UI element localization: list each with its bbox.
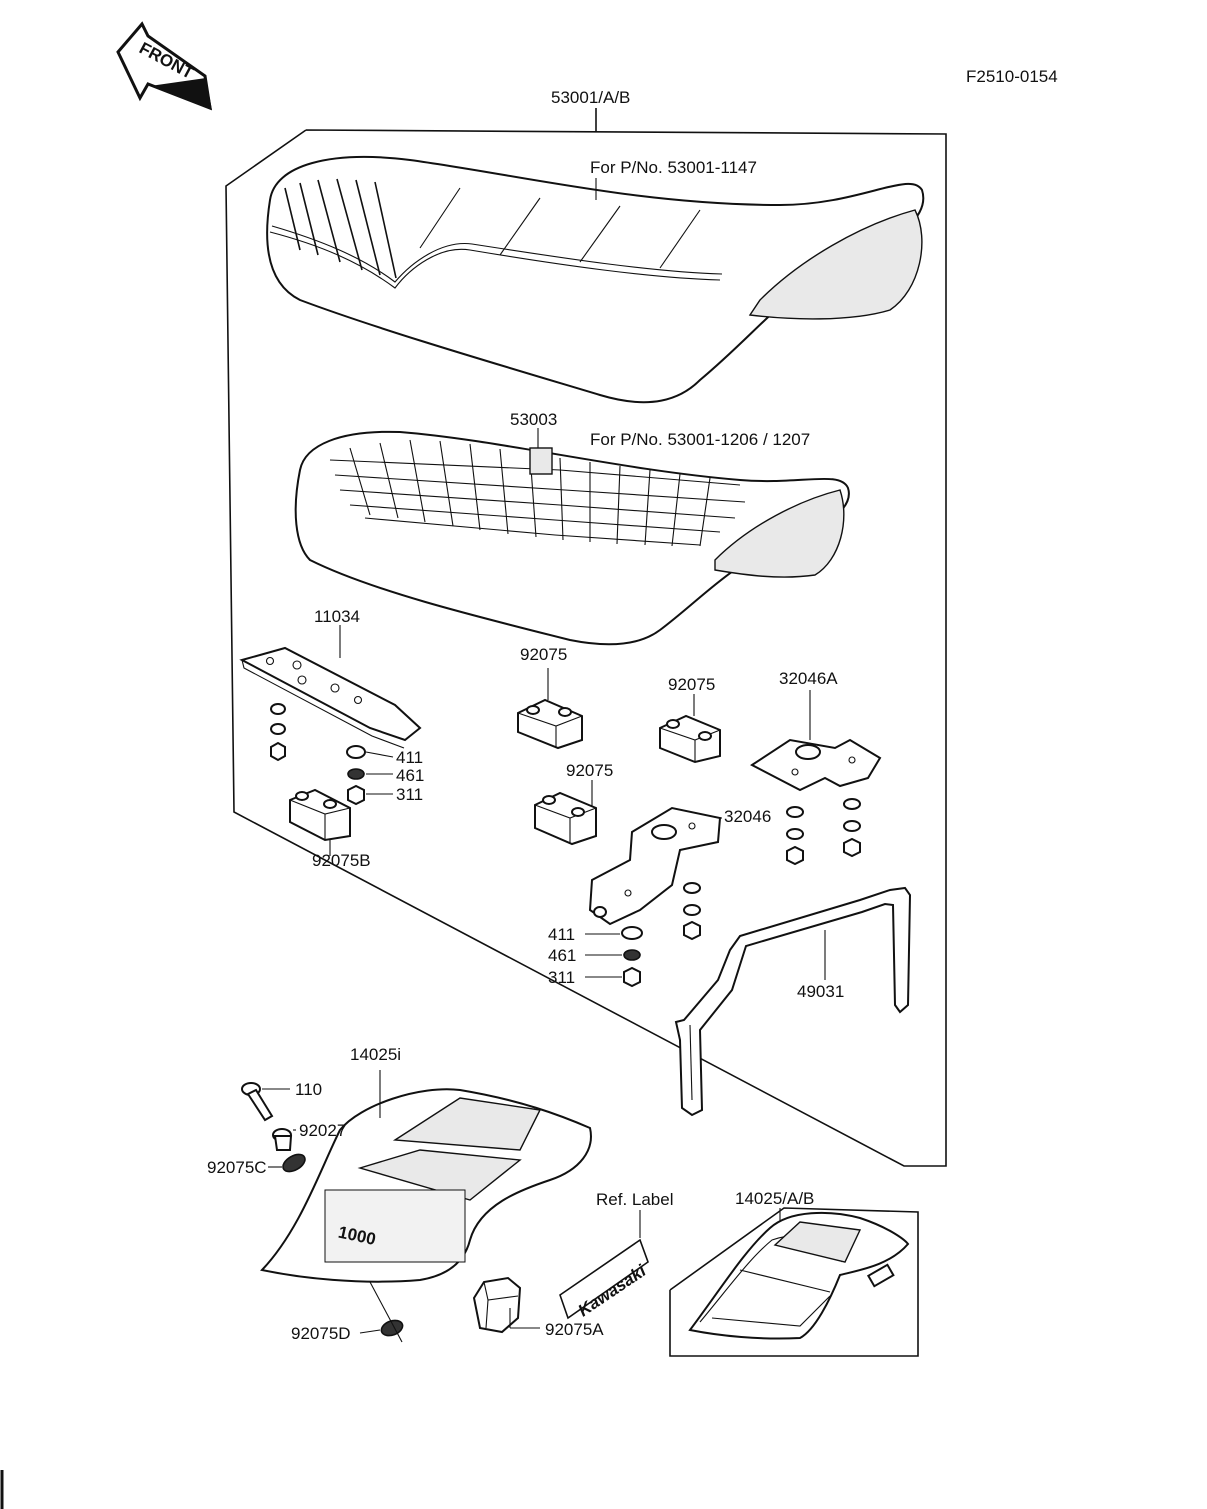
- note-seat-1206: For P/No. 53001-1206 / 1207: [590, 430, 810, 449]
- callout-washer-461-left: 461: [396, 766, 424, 785]
- grab-bar-49031: [674, 886, 912, 1117]
- washer-stack-mid: [621, 882, 701, 988]
- callout-bolt-110: 110: [295, 1080, 322, 1099]
- callout-damper-92075c: 92075C: [207, 1158, 267, 1177]
- seat-group-outline: [225, 129, 947, 1167]
- callout-seat-assy: 53001/A/B: [551, 88, 630, 107]
- damper-mid: [534, 791, 597, 846]
- front-arrow-icon: FRONT: [116, 21, 212, 111]
- callout-plate-11034: 11034: [314, 607, 360, 626]
- plate-11034: [239, 646, 422, 749]
- callout-seat-base: 53003: [510, 410, 557, 429]
- bolt-110: [241, 1082, 274, 1122]
- callout-bracket-32046: 32046: [724, 807, 771, 826]
- damper-92075c: [282, 1153, 306, 1173]
- callout-grab-49031: 49031: [797, 982, 844, 1001]
- callout-damper-top-a: 92075: [520, 645, 567, 664]
- callout-damper-top-b: 92075: [668, 675, 715, 694]
- callout-ref-label: Ref. Label: [596, 1190, 674, 1209]
- callout-damper-92075a: 92075A: [545, 1320, 604, 1339]
- seat-base: [294, 430, 850, 646]
- bracket-32046a: [750, 738, 882, 792]
- callout-cover-14025ab: 14025/A/B: [735, 1189, 814, 1208]
- washer-stack-left: [270, 703, 366, 806]
- damper-92075d: [380, 1319, 404, 1337]
- callout-damper-92075b: 92075B: [312, 851, 371, 870]
- cover-variant-outline: [669, 1207, 919, 1357]
- collar-92027: [272, 1128, 293, 1151]
- seat-cover-14025i: 1000: [260, 1088, 592, 1283]
- bracket-32046: [588, 806, 722, 926]
- callout-bracket-32046a: 32046A: [779, 669, 838, 688]
- callout-cover-14025i: 14025i: [350, 1045, 401, 1064]
- callout-damper-mid: 92075: [566, 761, 613, 780]
- figure-code: F2510-0154: [966, 67, 1058, 86]
- seat-assembly: [266, 155, 925, 404]
- cover-lettering: 1000: [324, 1189, 466, 1263]
- callout-collar-92027: 92027: [299, 1121, 346, 1140]
- callout-washer-411-left: 411: [396, 748, 423, 767]
- damper-92075a: [472, 1276, 522, 1334]
- damper-top-b: [659, 714, 721, 764]
- note-seat-1147: For P/No. 53001-1147: [590, 158, 757, 177]
- washer-stack-right: [786, 798, 861, 866]
- callout-washer-461-mid: 461: [548, 946, 576, 965]
- damper-top-a: [517, 698, 583, 750]
- callout-damper-92075d: 92075D: [291, 1324, 351, 1343]
- callout-washer-411-mid: 411: [548, 925, 575, 944]
- callout-nut-311-left: 311: [396, 785, 423, 804]
- brand-label-decal: Kawasaki: [559, 1238, 651, 1320]
- damper-92075b: [289, 788, 351, 842]
- callout-nut-311-mid: 311: [548, 968, 575, 987]
- seat-cover-14025ab: [688, 1211, 910, 1340]
